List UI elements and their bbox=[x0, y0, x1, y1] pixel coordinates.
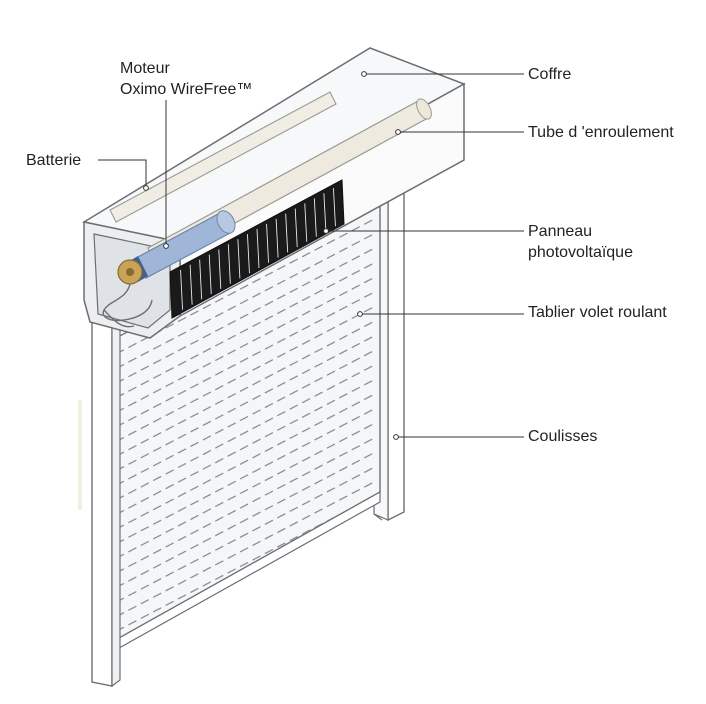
right-rail bbox=[387, 176, 405, 522]
curtain-slat-line bbox=[115, 422, 377, 559]
solar-cell-divider bbox=[256, 228, 260, 269]
curtain-slat-line bbox=[115, 276, 377, 413]
left-rail bbox=[91, 317, 113, 687]
wiring bbox=[102, 283, 153, 328]
label-panneau-line2: photovoltaïque bbox=[528, 244, 633, 261]
label-panneau: Panneau photovoltaïque bbox=[528, 221, 633, 263]
left-trim-shadow bbox=[78, 400, 82, 510]
curtain-slat-line bbox=[115, 232, 377, 370]
curtain-slat-line bbox=[115, 305, 377, 443]
curtain-slat-line bbox=[115, 246, 377, 384]
curtain-slat-line bbox=[115, 261, 377, 399]
solar-cell-divider bbox=[275, 218, 279, 258]
solar-cell-divider bbox=[180, 269, 184, 310]
label-tablier: Tablier volet roulant bbox=[528, 304, 667, 321]
curtain-slat-line bbox=[115, 349, 377, 486]
solar-cell-divider bbox=[237, 239, 241, 279]
curtain-slat-line bbox=[115, 290, 377, 428]
solar-cell-divider bbox=[323, 193, 327, 232]
solar-cell-divider bbox=[246, 234, 250, 274]
label-moteur: Moteur Oximo WireFree™ bbox=[120, 58, 252, 100]
curtain-slat-line bbox=[115, 480, 377, 618]
solar-cell-divider bbox=[313, 198, 317, 237]
curtain-slat-line bbox=[115, 319, 377, 457]
label-moteur-line2: Oximo WireFree™ bbox=[120, 81, 253, 98]
curtain-slat-line bbox=[115, 436, 377, 574]
solar-panel bbox=[169, 179, 345, 319]
curtain-slat-line bbox=[115, 465, 377, 603]
solar-cell-divider bbox=[189, 264, 193, 305]
solar-cell-divider bbox=[208, 254, 212, 295]
leader-batterie bbox=[98, 159, 147, 186]
solar-cell-divider bbox=[304, 203, 308, 242]
leader-dots bbox=[143, 71, 401, 440]
solar-cell-divider bbox=[227, 244, 231, 284]
label-panneau-line1: Panneau bbox=[528, 223, 593, 240]
label-coffre: Coffre bbox=[528, 66, 572, 83]
curtain-slat-line bbox=[115, 363, 377, 501]
left-rail-inner bbox=[111, 321, 121, 688]
solar-cell-divider bbox=[285, 213, 289, 253]
solar-cell-divider bbox=[332, 188, 336, 227]
label-tube: Tube d 'enroulement bbox=[528, 124, 674, 141]
label-coulisses: Coulisses bbox=[528, 428, 598, 445]
solar-cell-divider bbox=[218, 249, 222, 289]
curtain-slat-line bbox=[115, 334, 377, 472]
leader-lines bbox=[98, 73, 524, 438]
label-moteur-line1: Moteur bbox=[120, 60, 170, 77]
curtain-slat-line bbox=[115, 392, 377, 530]
label-batterie: Batterie bbox=[26, 152, 82, 169]
solar-cell-divider bbox=[266, 223, 270, 263]
curtain-slats bbox=[115, 217, 377, 632]
curtain-slat-line bbox=[115, 451, 377, 589]
curtain-slat-line bbox=[115, 407, 377, 545]
solar-cell-divider bbox=[199, 259, 203, 300]
solar-cell-divider bbox=[294, 208, 298, 248]
curtain-slat-line bbox=[115, 378, 377, 516]
solar-panel-cells bbox=[180, 188, 336, 310]
